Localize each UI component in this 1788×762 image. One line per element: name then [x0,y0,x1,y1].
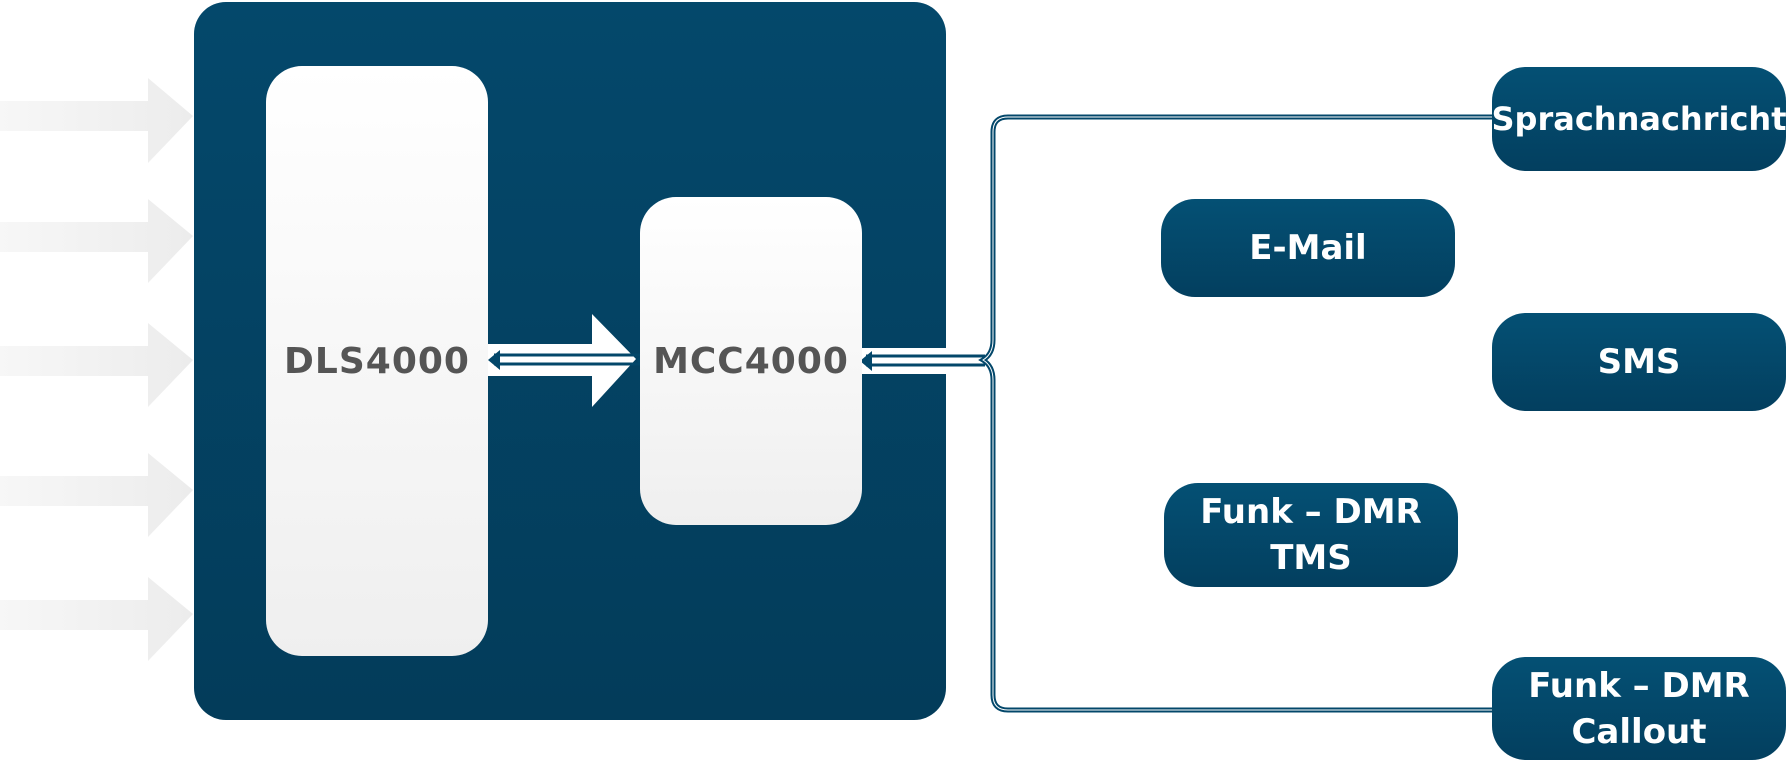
output-funk-callout: Funk – DMR Callout [1492,657,1786,760]
mcc4000-module: MCC4000 [640,197,862,525]
output-funk-tms-line2: TMS [1270,538,1352,578]
output-email: E-Mail [1161,199,1455,297]
output-funk-callout-line2: Callout [1571,711,1707,752]
output-sms: SMS [1492,313,1786,411]
dls4000-label: DLS4000 [284,340,470,382]
input-arrow [0,78,193,163]
input-arrow [0,577,193,661]
output-sms-label: SMS [1597,342,1681,382]
dls-mcc-exchange-arrow [488,314,636,407]
mcc-arrowhead [860,351,872,371]
exchange-arrowhead-left [488,350,500,370]
dls4000-module: DLS4000 [266,66,488,656]
input-arrow [0,199,193,283]
bus-bracket-inner [982,116,1494,711]
output-email-label: E-Mail [1249,228,1367,268]
input-arrow [0,453,193,537]
output-funk-tms: Funk – DMR TMS [1164,483,1458,587]
mcc-output-connector [862,348,948,374]
output-funk-tms-line1: Funk – DMR [1200,492,1422,532]
output-sprachnachricht: Sprachnachricht [1491,67,1787,171]
mcc4000-label: MCC4000 [653,340,849,382]
output-funk-callout-line1: Funk – DMR [1528,665,1750,706]
input-arrow [0,323,193,407]
input-arrows [0,78,193,661]
output-sprachnachricht-label: Sprachnachricht [1491,100,1787,138]
